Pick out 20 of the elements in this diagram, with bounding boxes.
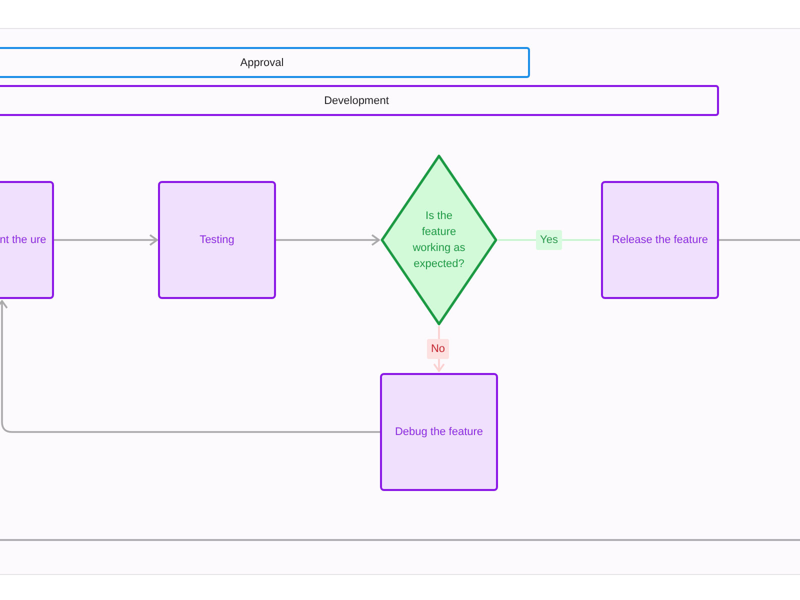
connector-arrow — [54, 234, 158, 246]
process-box — [158, 181, 276, 299]
process-box — [601, 181, 719, 299]
process-box — [0, 181, 54, 299]
node-label: Testing — [200, 233, 234, 248]
decision-diamond — [380, 154, 498, 326]
node-label: Release the feature — [612, 233, 708, 248]
node-label: Is the feature working as expected? — [412, 209, 466, 272]
node-label: Approval — [240, 56, 284, 68]
node-label: Debug the feature — [394, 425, 484, 440]
connector-arrow — [276, 234, 380, 246]
connector-arrow — [433, 326, 445, 372]
lane-bar — [0, 47, 530, 78]
connector-arrow — [0, 300, 380, 433]
process-box — [380, 373, 498, 491]
lane-bar — [0, 85, 719, 116]
node-label: nt the ure — [0, 233, 46, 248]
edge-label: No — [426, 339, 450, 359]
node-label: Development — [324, 94, 389, 106]
edge-label: Yes — [536, 230, 562, 250]
